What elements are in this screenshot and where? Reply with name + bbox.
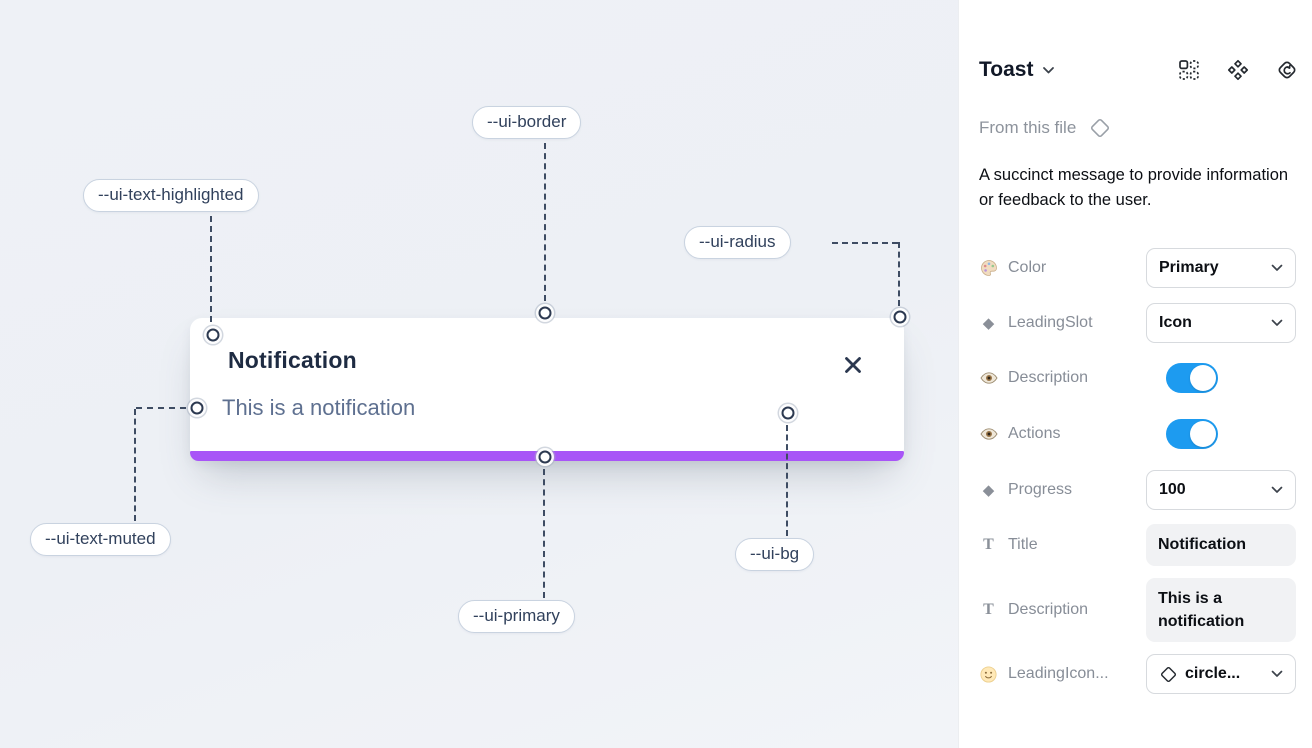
property-row-color: Color Primary (979, 248, 1296, 288)
connector-line-radius-h (832, 242, 898, 244)
toast-description: This is a notification (222, 395, 416, 420)
toggle-knob (1190, 365, 1216, 391)
connector-line-border (544, 143, 546, 301)
source-label: From this file (979, 118, 1077, 137)
annotation-ui-border[interactable]: --ui-border (472, 106, 582, 139)
property-row-description-visible: Description (979, 358, 1296, 398)
annotation-ui-primary[interactable]: --ui-primary (458, 600, 575, 633)
progress-select[interactable]: 100 (1146, 470, 1296, 510)
property-label: Description (1008, 369, 1089, 386)
property-label: Description (1008, 601, 1089, 618)
diamond-icon: ◆ (982, 481, 995, 499)
anchor-dot-border[interactable] (538, 306, 552, 320)
property-label: Progress (1008, 481, 1073, 498)
leadingicon-value: circle... (1185, 665, 1241, 682)
anchor-dot-text-muted[interactable] (190, 401, 204, 415)
panel-header: Toast (979, 58, 1298, 82)
component-name: Toast (979, 58, 1034, 81)
eye-icon (979, 428, 998, 440)
property-label: Actions (1008, 425, 1061, 442)
annotation-ui-radius[interactable]: --ui-radius (684, 226, 791, 259)
anchor-dot-bg[interactable] (781, 406, 795, 420)
connector-line-bg (786, 425, 788, 536)
color-select[interactable]: Primary (1146, 248, 1296, 288)
description-field[interactable]: This is a notification (1146, 577, 1296, 643)
diamond-outline-icon (1091, 118, 1110, 138)
connector-line-text-highlighted (210, 216, 212, 322)
property-row-leadingicon: LeadingIcon... circle... (979, 654, 1296, 694)
component-icon[interactable] (1227, 59, 1249, 81)
design-canvas[interactable]: Notification This is a notification --ui… (0, 0, 958, 748)
annotation-ui-bg[interactable]: --ui-bg (735, 538, 815, 571)
actions-toggle[interactable] (1166, 419, 1218, 449)
property-label: LeadingIcon... (1008, 665, 1109, 682)
component-selector[interactable]: Toast (979, 58, 1055, 82)
properties-panel: Toast From this file (958, 0, 1312, 748)
diamond-outline-icon (1160, 666, 1177, 682)
chevron-down-icon (1043, 66, 1055, 73)
property-row-description-text: T Description This is a notification (979, 576, 1296, 644)
property-label: LeadingSlot (1008, 314, 1093, 331)
progress-value: 100 (1159, 481, 1186, 498)
annotation-ui-text-highlighted[interactable]: --ui-text-highlighted (83, 179, 259, 212)
toast-title: Notification (228, 347, 357, 373)
property-row-title: T Title Notification (979, 524, 1296, 566)
property-row-progress: ◆ Progress 100 (979, 470, 1296, 510)
chevron-down-icon (1271, 319, 1283, 326)
toggle-knob (1190, 421, 1216, 447)
palette-icon (979, 259, 998, 277)
annotation-ui-text-muted[interactable]: --ui-text-muted (30, 523, 171, 556)
smiley-icon (979, 665, 998, 683)
chevron-down-icon (1271, 670, 1283, 677)
text-icon: T (983, 601, 994, 618)
leadingslot-select[interactable]: Icon (1146, 303, 1296, 343)
subframe-logo-icon[interactable] (1276, 59, 1298, 81)
connector-line-muted-v (134, 409, 136, 521)
property-label: Color (1008, 259, 1047, 276)
close-icon[interactable] (842, 354, 864, 376)
color-value: Primary (1159, 259, 1219, 276)
instance-swap-icon[interactable] (1178, 59, 1200, 81)
connector-line-primary (543, 469, 545, 598)
property-row-actions-visible: Actions (979, 414, 1296, 454)
connector-line-muted-h (136, 407, 186, 409)
property-row-leadingslot: ◆ LeadingSlot Icon (979, 303, 1296, 343)
leadingslot-value: Icon (1159, 314, 1192, 331)
chevron-down-icon (1271, 264, 1283, 271)
anchor-dot-text-highlighted[interactable] (206, 328, 220, 342)
anchor-dot-radius[interactable] (893, 310, 907, 324)
toast-component-preview[interactable]: Notification This is a notification (190, 318, 904, 461)
title-field[interactable]: Notification (1146, 524, 1296, 566)
property-label: Title (1008, 536, 1038, 553)
source-row: From this file (979, 116, 1112, 140)
component-description: A succinct message to provide informatio… (979, 166, 1289, 209)
leadingicon-select[interactable]: circle... (1146, 654, 1296, 694)
chevron-down-icon (1271, 486, 1283, 493)
description-toggle[interactable] (1166, 363, 1218, 393)
eye-icon (979, 372, 998, 384)
connector-line-radius-v (898, 242, 900, 306)
text-icon: T (983, 536, 994, 553)
diamond-icon: ◆ (982, 314, 995, 332)
anchor-dot-primary[interactable] (538, 450, 552, 464)
